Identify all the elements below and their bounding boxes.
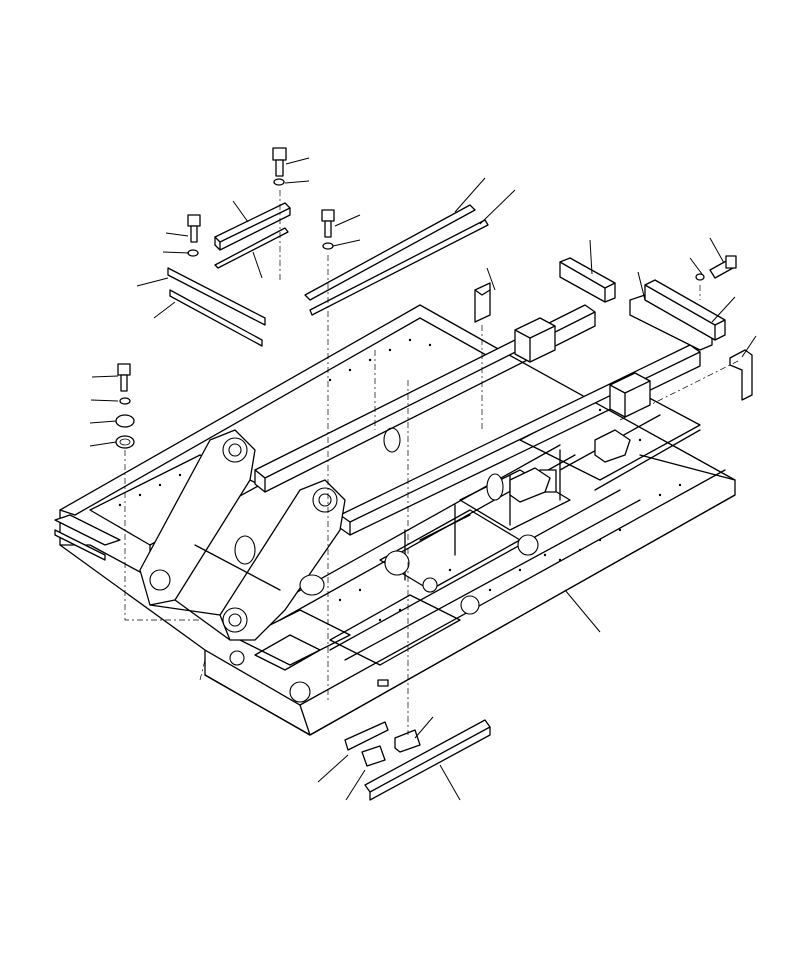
lower-parts: [344, 719, 491, 801]
rivet-dots: [118, 338, 682, 622]
rear-brackets: [509, 317, 651, 503]
bolt-4: [115, 363, 135, 449]
bolt-2: [187, 214, 201, 257]
boom-mount-bracket: [139, 429, 346, 641]
main-frame: [54, 304, 736, 736]
bolt-1: [272, 147, 287, 186]
fasteners: [115, 147, 737, 449]
top-strips: [167, 202, 753, 401]
leader-lines: [89, 157, 757, 801]
center-lines: [124, 190, 741, 735]
bolt-3: [321, 209, 335, 250]
bolt-5: [695, 255, 737, 281]
